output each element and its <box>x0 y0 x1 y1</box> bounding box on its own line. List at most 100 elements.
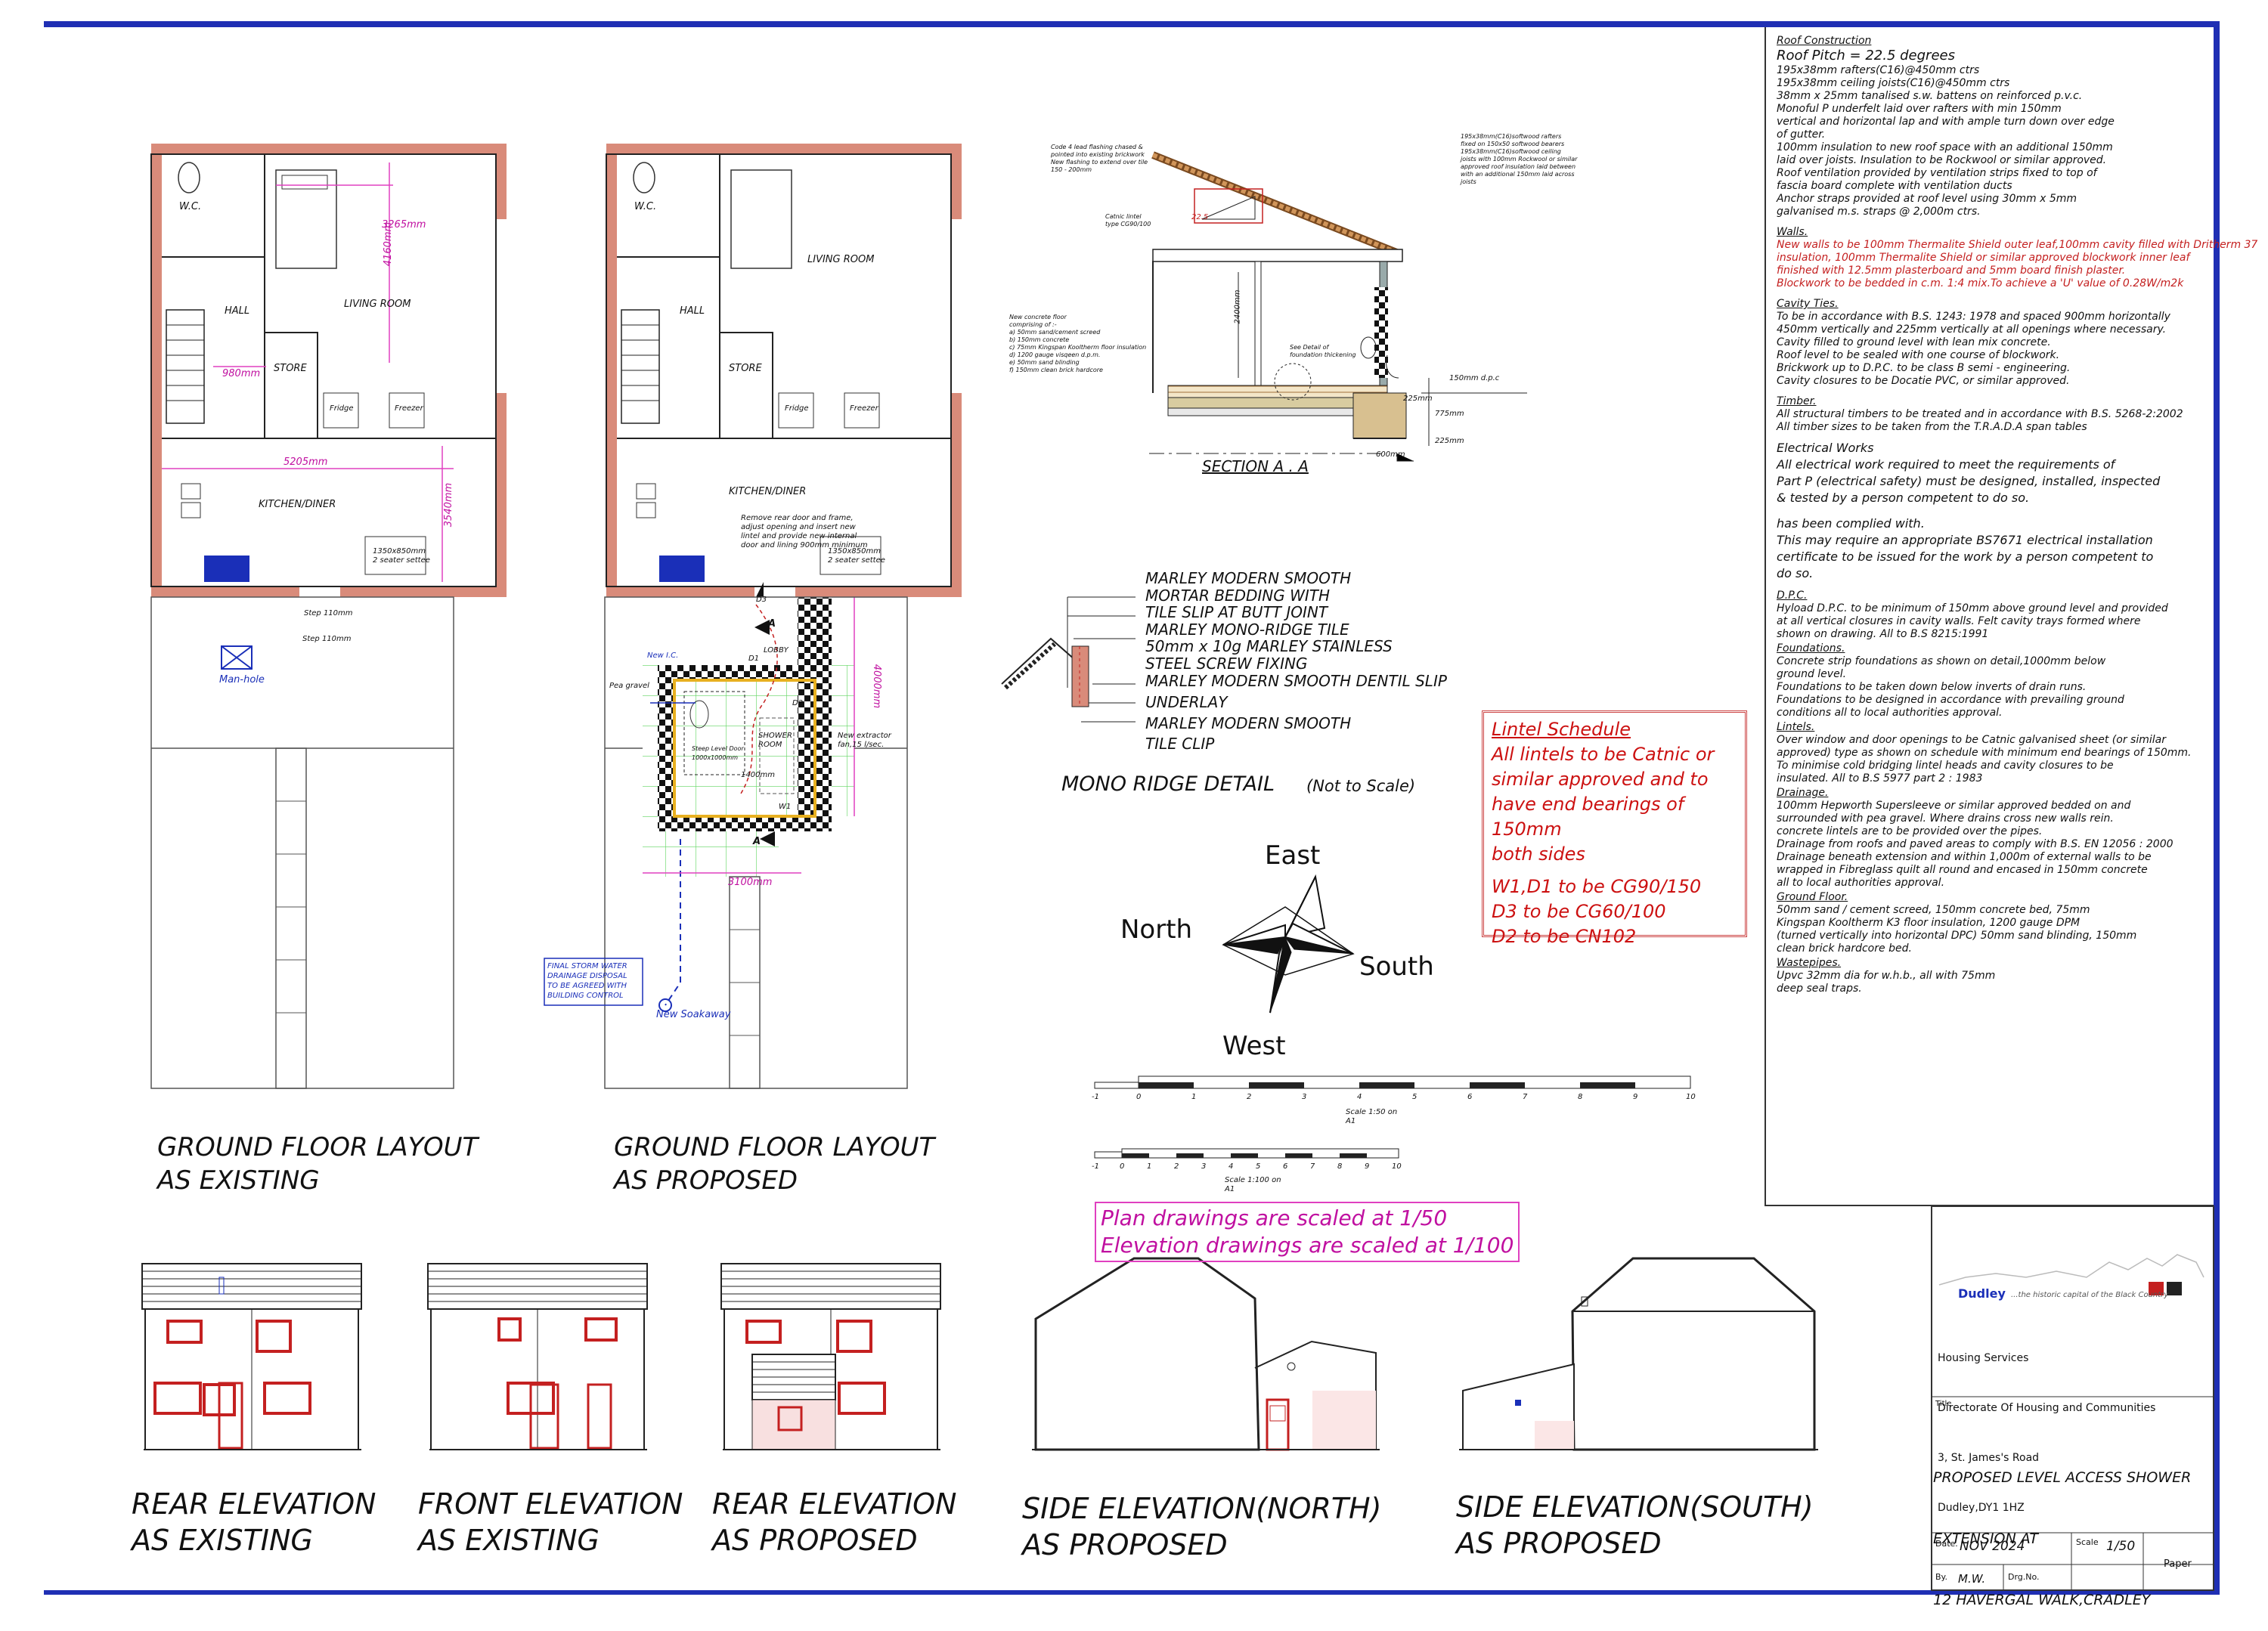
freezer-label: Freezer <box>395 404 423 413</box>
lintels-line: To minimise cold bridging lintel heads a… <box>1777 760 2114 772</box>
new-ic-note: New I.C. <box>647 651 679 660</box>
walls-line: New walls to be 100mm Thermalite Shield … <box>1777 239 2258 251</box>
freezer-label-proposed: Freezer <box>850 404 878 413</box>
pea-gravel-note: Pea gravel <box>609 682 649 690</box>
drain-line: 100mm Hepworth Supersleeve or similar ap… <box>1777 800 2131 812</box>
scale-bar-2-label: Scale 1:100 on A1 <box>1225 1176 1281 1193</box>
scale2-tick: 3 <box>1201 1162 1207 1171</box>
timber-line: All timber sizes to be taken from the T.… <box>1777 421 2087 433</box>
scale-bar-1-label: Scale 1:50 on A1 <box>1346 1108 1398 1125</box>
dim-1400: 1400mm <box>741 771 775 779</box>
roof-line: 38mm x 25mm tanalised s.w. battens on re… <box>1777 90 2083 102</box>
scale-bar-2 <box>1094 1148 1399 1159</box>
roof-line: Roof ventilation provided by ventilation… <box>1777 167 2097 179</box>
drain-line: Drainage beneath extension and within 1,… <box>1777 851 2152 863</box>
scale1-tick: 7 <box>1523 1093 1528 1101</box>
by-label: By. <box>1935 1572 1947 1582</box>
scale-statement-elev: Elevation drawings are scaled at 1/100 <box>1101 1233 1514 1258</box>
section-mark-a-bottom: A <box>753 836 761 847</box>
dpc-line: Hyload D.P.C. to be minimum of 150mm abo… <box>1777 602 2168 614</box>
section-dim-dpc: 150mm d.p.c <box>1449 374 1500 382</box>
settee-label: 1350x850mm 2 seater settee <box>373 547 430 565</box>
section-found-note: See Detail of foundation thickening <box>1290 344 1356 358</box>
lobby-label: LOBBY <box>764 646 789 655</box>
date-value: NOV 2024 <box>1960 1539 2025 1554</box>
scale-statement-plan: Plan drawings are scaled at 1/50 <box>1101 1205 1448 1230</box>
waste-line: Upvc 32mm dia for w.h.b., all with 75mm <box>1777 970 1996 982</box>
soakaway-note: New Soakaway <box>656 1009 731 1020</box>
scale2-tick: 6 <box>1283 1162 1288 1171</box>
d1-label: D1 <box>748 655 760 663</box>
section-dim-2400: 2400mm <box>1233 289 1242 324</box>
room-living: LIVING ROOM <box>344 299 411 310</box>
fridge-label-proposed: Fridge <box>785 404 809 413</box>
dim-5205: 5205mm <box>284 456 328 468</box>
sheet-border-bottom <box>44 1590 2220 1595</box>
section-aa <box>1149 151 1527 462</box>
gf-line: (turned vertically into horizontal DPC) … <box>1777 930 2137 942</box>
timber-line: All structural timbers to be treated and… <box>1777 408 2183 420</box>
section-flashing-note: Code 4 lead flashing chased & pointed in… <box>1051 144 1148 173</box>
drain-line: surrounded with pea gravel. Where drains… <box>1777 812 2114 825</box>
lintels-line: insulated. All to B.S 5977 part 2 : 1983 <box>1777 772 1983 785</box>
scale1-tick: 1 <box>1191 1093 1197 1101</box>
paper-label: Paper <box>2164 1558 2192 1570</box>
drain-heading: Drainage. <box>1777 787 1829 799</box>
room-kitchen: KITCHEN/DINER <box>259 499 336 510</box>
compass-rose <box>1222 874 1355 1014</box>
elec-line: & tested by a person competent to do so. <box>1777 491 2030 505</box>
elec-line: has been complied with. <box>1777 516 1925 531</box>
scale1-tick: 6 <box>1467 1093 1473 1101</box>
found-heading: Foundations. <box>1777 642 1845 655</box>
elec-line: Part P (electrical safety) must be desig… <box>1777 474 2161 488</box>
room-store: STORE <box>274 363 307 374</box>
walls-line: finished with 12.5mm plasterboard and 5m… <box>1777 265 2126 277</box>
rear-door-note: Remove rear door and frame, adjust openi… <box>741 514 868 549</box>
elevation-rear-proposed <box>720 1263 941 1450</box>
found-line: conditions all to local authorities appr… <box>1777 707 2003 719</box>
dim-3265: 3265mm <box>382 219 426 231</box>
cavity-line: To be in accordance with B.S. 1243: 1978… <box>1777 311 2170 323</box>
compass-east: East <box>1265 840 1321 871</box>
lintel-item: D2 to be CN102 <box>1492 926 1637 947</box>
storm-water-note: FINAL STORM WATER DRAINAGE DISPOSAL TO B… <box>547 962 627 1000</box>
scale2-tick: -1 <box>1092 1162 1099 1171</box>
sheet-border-top <box>44 21 2220 27</box>
mono-ridge-item-2: TILE SLIP AT BUTT JOINT <box>1145 603 1328 621</box>
section-floor-note: New concrete floor comprising of :- a) 5… <box>1009 314 1147 373</box>
roof-line: Monoful P underfelt laid over rafters wi… <box>1777 103 2062 115</box>
mono-ridge-item-7: UNDERLAY <box>1145 693 1228 711</box>
mono-ridge-item-5: STEEL SCREW FIXING <box>1145 655 1308 673</box>
mono-ridge-title: MONO RIDGE DETAIL <box>1061 772 1275 796</box>
step-label-2: Step 110mm <box>302 635 352 643</box>
room-wc-proposed: W.C. <box>634 201 657 212</box>
fridge-label: Fridge <box>330 404 354 413</box>
section-pitch-label: 22.5 <box>1191 213 1209 221</box>
scale1-tick: 3 <box>1302 1093 1307 1101</box>
scale2-tick: 10 <box>1392 1162 1402 1171</box>
scale2-tick: 2 <box>1174 1162 1179 1171</box>
scale1-tick: 9 <box>1633 1093 1638 1101</box>
scale-bar-1 <box>1094 1075 1691 1089</box>
lintels-heading: Lintels. <box>1777 721 1815 733</box>
mono-ridge-item-3: MARLEY MONO-RIDGE TILE <box>1145 621 1349 639</box>
d2-label: D2 <box>792 699 804 707</box>
date-label: Date. <box>1935 1539 1958 1549</box>
section-mark-a-top: A <box>768 618 776 630</box>
walls-line: insulation, 100mm Thermalite Shield or s… <box>1777 252 2190 264</box>
notes-divider <box>1765 27 1766 1206</box>
shower-room-label: SHOWER ROOM <box>758 732 792 749</box>
dim-3540: 3540mm <box>443 482 455 528</box>
mono-ridge-item-9: TILE CLIP <box>1145 735 1215 753</box>
section-dim-225b: 225mm <box>1435 437 1464 445</box>
gf-line: clean brick hardcore bed. <box>1777 942 1912 955</box>
found-line: Concrete strip foundations as shown on d… <box>1777 655 2106 667</box>
scale-label: Scale <box>2076 1537 2099 1547</box>
elec-line <box>1777 506 2200 515</box>
waste-line: deep seal traps. <box>1777 983 1862 995</box>
mono-ridge-note: (Not to Scale) <box>1306 777 1416 795</box>
